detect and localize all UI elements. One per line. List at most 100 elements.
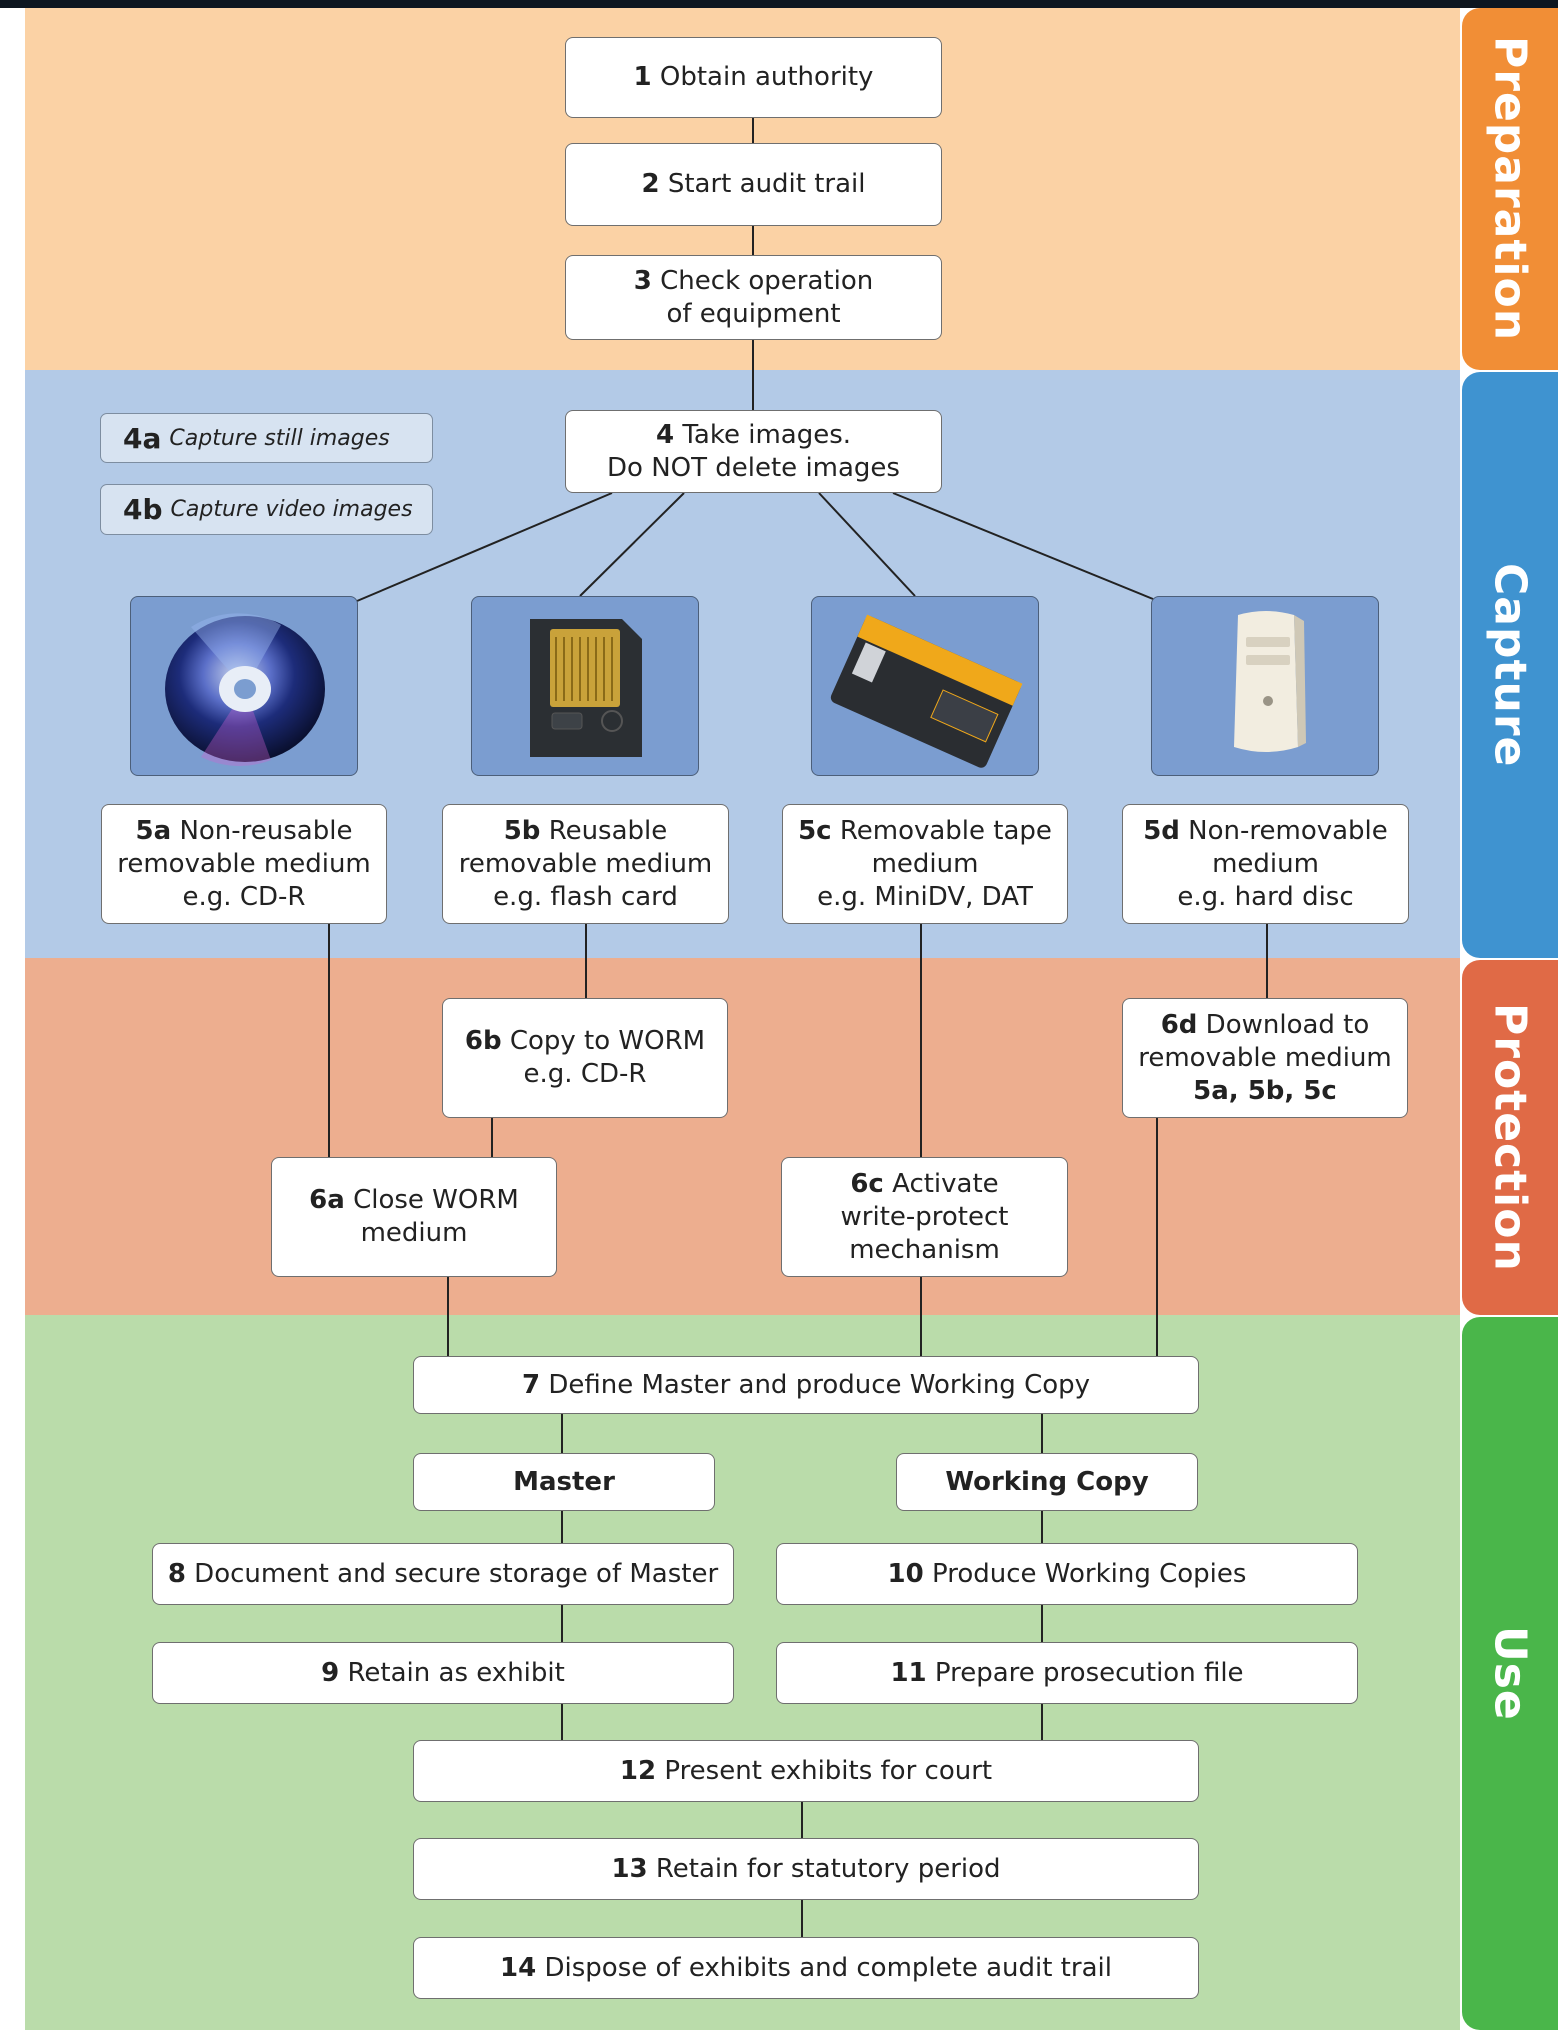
- step-text: Non-removable: [1188, 815, 1388, 846]
- connector-4-5d: [892, 492, 1154, 600]
- step-text: write-protect: [840, 1201, 1009, 1232]
- step-text: Retain for statutory period: [655, 1853, 1001, 1884]
- step-text: Copy to WORM: [509, 1026, 706, 1056]
- step-text: Define Master and produce Working Copy: [548, 1369, 1091, 1400]
- step-text: mechanism: [849, 1234, 1000, 1265]
- step-text: Close WORM: [353, 1185, 519, 1215]
- step-number: 6c: [850, 1168, 884, 1199]
- step-4-box: 4 Take images. Do NOT delete images: [565, 410, 942, 493]
- step-5a-box: 5a Non-reusable removable medium e.g. CD…: [101, 804, 387, 924]
- step-5d-box: 5d Non-removable medium e.g. hard disc: [1122, 804, 1409, 924]
- section-label-use: Use: [1484, 1626, 1536, 1721]
- step-text: Removable tape: [839, 815, 1052, 846]
- hard-disc-tower-image: [1151, 596, 1379, 776]
- step-13-box: 13 Retain for statutory period: [413, 1838, 1199, 1900]
- section-label-capture: Capture: [1484, 562, 1536, 768]
- step-number: 7: [521, 1369, 541, 1400]
- section-tab-capture: Capture: [1462, 372, 1558, 958]
- master-label: Master: [513, 1466, 615, 1497]
- step-number: 3: [633, 265, 652, 296]
- step-text: removable medium: [458, 848, 713, 879]
- step-5b-box: 5b Reusable removable medium e.g. flash …: [442, 804, 729, 924]
- connector-4-5a: [356, 492, 613, 602]
- master-box: Master: [413, 1453, 715, 1511]
- step-text: Start audit trail: [667, 169, 866, 199]
- step-6d-box: 6d Download to removable medium 5a, 5b, …: [1122, 998, 1408, 1118]
- step-6b-box: 6b Copy to WORM e.g. CD-R: [442, 998, 728, 1118]
- step-number: 5a: [135, 815, 172, 846]
- note-4a: 4a Capture still images: [100, 413, 433, 463]
- step-text: Non-reusable: [179, 815, 353, 846]
- note-number: 4b: [123, 493, 163, 526]
- section-label-preparation: Preparation: [1484, 36, 1536, 342]
- step-number: 5b: [503, 815, 541, 846]
- step-text: Present exhibits for court: [664, 1755, 993, 1786]
- working-copy-box: Working Copy: [896, 1453, 1198, 1511]
- step-number: 2: [641, 169, 660, 199]
- step-number: 5d: [1143, 815, 1180, 846]
- step-9-box: 9 Retain as exhibit: [152, 1642, 734, 1704]
- step-text: Produce Working Copies: [932, 1558, 1247, 1589]
- working-copy-label: Working Copy: [945, 1466, 1149, 1497]
- section-label-protection: Protection: [1484, 1003, 1536, 1272]
- step-text: Retain as exhibit: [347, 1657, 565, 1688]
- step-text: removable medium: [117, 848, 371, 879]
- step-number: 13: [611, 1853, 648, 1884]
- step-3-box: 3 Check operation of equipment: [565, 255, 942, 340]
- step-11-box: 11 Prepare prosecution file: [776, 1642, 1358, 1704]
- step-text: Do NOT delete images: [607, 452, 900, 483]
- step-14-box: 14 Dispose of exhibits and complete audi…: [413, 1937, 1199, 1999]
- step-number: 6a: [309, 1185, 345, 1215]
- step-text: of equipment: [666, 298, 841, 329]
- step-number: 5c: [798, 815, 832, 846]
- step-text: medium: [871, 848, 979, 879]
- step-1-box: 1 Obtain authority: [565, 37, 942, 118]
- step-number: 12: [619, 1755, 657, 1786]
- step-text: Dispose of exhibits and complete audit t…: [544, 1952, 1112, 1983]
- step-text: e.g. flash card: [493, 881, 678, 912]
- note-4b: 4b Capture video images: [100, 484, 433, 535]
- section-tab-protection: Protection: [1462, 960, 1558, 1315]
- step-5c-box: 5c Removable tape medium e.g. MiniDV, DA…: [782, 804, 1068, 924]
- step-number: 6d: [1160, 1009, 1198, 1040]
- step-number: 8: [167, 1558, 186, 1589]
- step-text: Document and secure storage of Master: [194, 1558, 719, 1589]
- note-text: Capture still images: [169, 425, 390, 451]
- step-8-box: 8 Document and secure storage of Master: [152, 1543, 734, 1605]
- section-tab-use: Use: [1462, 1317, 1558, 2030]
- step-text: medium: [1212, 848, 1319, 879]
- note-text: Capture video images: [170, 497, 413, 522]
- step-text: Obtain authority: [659, 62, 874, 92]
- step-2-box: 2 Start audit trail: [565, 143, 942, 226]
- step-text: medium: [360, 1218, 468, 1248]
- step-number: 14: [500, 1952, 537, 1983]
- cd-disc-image: [130, 596, 358, 776]
- step-6c-box: 6c Activate write-protect mechanism: [781, 1157, 1068, 1277]
- step-text: Take images.: [682, 419, 852, 450]
- step-number: 4: [655, 419, 675, 450]
- section-tab-preparation: Preparation: [1462, 8, 1558, 370]
- connector-4-5c: [818, 492, 916, 597]
- step-text: Prepare prosecution file: [934, 1657, 1244, 1688]
- note-number: 4a: [123, 421, 162, 455]
- step-text: Reusable: [548, 815, 668, 846]
- step-text: 5a, 5b, 5c: [1193, 1075, 1337, 1106]
- step-text: e.g. MiniDV, DAT: [817, 881, 1033, 912]
- step-number: 11: [890, 1657, 927, 1688]
- step-text: e.g. CD-R: [182, 881, 306, 912]
- connector-4-5b: [579, 492, 685, 597]
- step-number: 6b: [464, 1026, 502, 1056]
- step-text: Activate: [892, 1168, 999, 1199]
- step-number: 9: [321, 1657, 340, 1688]
- minidv-tape-image: [811, 596, 1039, 776]
- step-12-box: 12 Present exhibits for court: [413, 1740, 1199, 1802]
- step-number: 10: [887, 1558, 924, 1589]
- step-6a-box: 6a Close WORM medium: [271, 1157, 557, 1277]
- step-number: 1: [633, 62, 652, 92]
- flash-card-image: [471, 596, 699, 776]
- step-text: removable medium: [1138, 1042, 1392, 1073]
- step-text: Download to: [1205, 1009, 1370, 1040]
- step-10-box: 10 Produce Working Copies: [776, 1543, 1358, 1605]
- step-7-box: 7 Define Master and produce Working Copy: [413, 1356, 1199, 1414]
